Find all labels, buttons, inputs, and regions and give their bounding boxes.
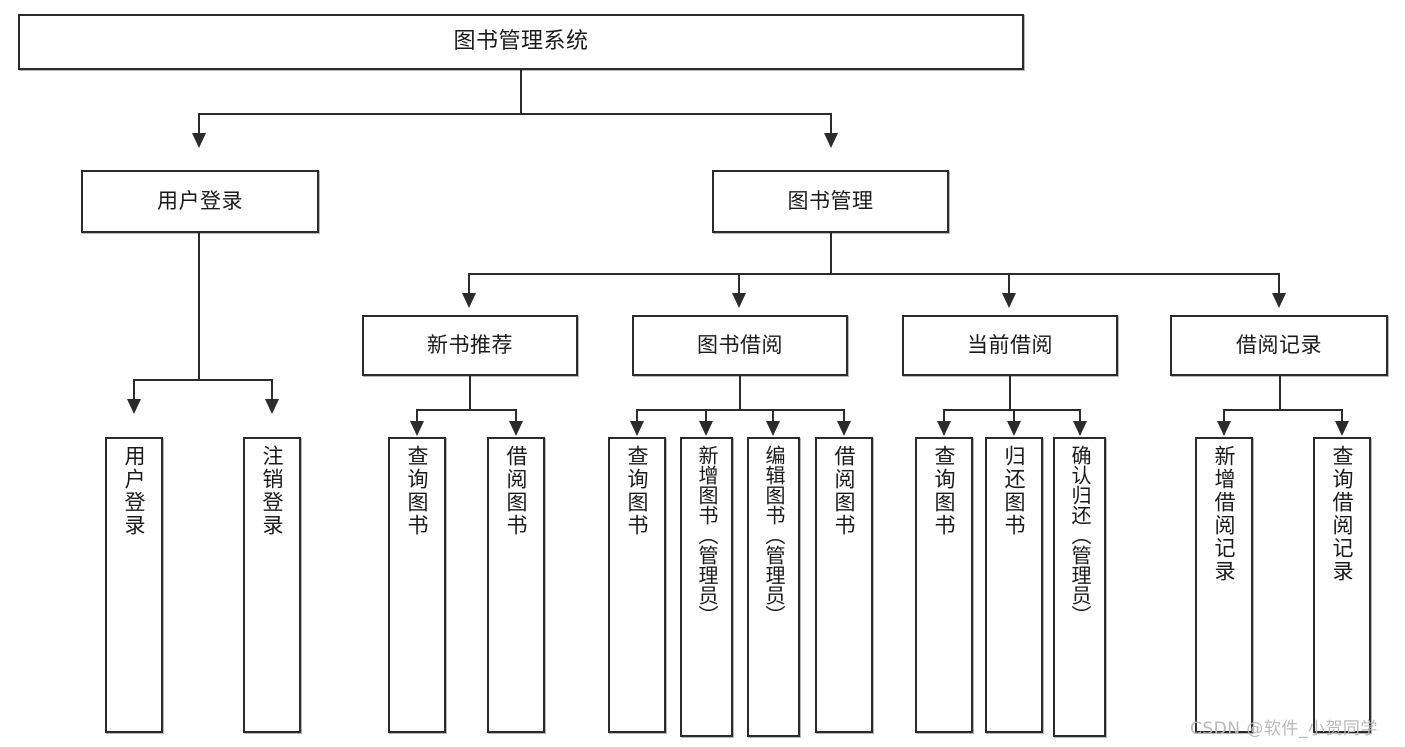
connector-newbooks-to-leaf1 <box>416 409 418 423</box>
connector-newbooks-to-leaf2 <box>515 409 517 423</box>
connector-borrow-stem <box>739 376 741 411</box>
arrow-current-to-leaf3 <box>1073 421 1087 436</box>
leaf-query-borrow-record[interactable]: 查询借阅记录 <box>1313 437 1371 733</box>
arrow-current-to-leaf2 <box>1007 421 1021 436</box>
node-user-login[interactable]: 用户登录 <box>81 170 319 233</box>
arrow-current-to-leaf1 <box>937 421 951 436</box>
arrow-bookmgmt-to-current <box>1002 293 1016 308</box>
node-label: 借阅记录 <box>1236 333 1322 358</box>
node-label: 查询图书 <box>405 445 430 537</box>
node-label: 新增图书（管理员） <box>695 445 719 625</box>
connector-records-bus <box>1223 409 1342 411</box>
node-label: 图书管理系统 <box>453 29 589 55</box>
node-label: 图书借阅 <box>697 333 783 358</box>
node-label: 查询图书 <box>932 445 957 537</box>
leaf-return-books[interactable]: 归还图书 <box>985 437 1043 733</box>
connector-bookmgmt-to-records <box>1278 273 1280 295</box>
arrow-root-to-bookmgmt <box>824 133 838 148</box>
connector-current-to-leaf3 <box>1079 409 1081 423</box>
connector-current-to-leaf1 <box>943 409 945 423</box>
node-label: 图书管理 <box>787 189 874 214</box>
arrow-borrow-to-leaf2 <box>699 421 713 436</box>
node-label: 编辑图书（管理员） <box>762 445 786 625</box>
connector-root-stem <box>520 70 522 114</box>
leaf-confirm-return-admin[interactable]: 确认归还（管理员） <box>1053 437 1106 737</box>
connector-borrow-bus <box>636 409 845 411</box>
connector-newbooks-bus <box>416 409 516 411</box>
connector-current-bus <box>943 409 1080 411</box>
node-borrowing-records[interactable]: 借阅记录 <box>1170 315 1388 376</box>
node-label: 新增借阅记录 <box>1212 445 1237 583</box>
connector-records-to-leaf2 <box>1341 409 1343 423</box>
connector-borrow-to-leaf4 <box>843 409 845 423</box>
node-book-management[interactable]: 图书管理 <box>712 170 949 233</box>
node-label: 查询图书 <box>625 445 650 537</box>
node-label: 借阅图书 <box>832 445 857 537</box>
arrow-borrow-to-leaf1 <box>630 421 644 436</box>
arrow-bookmgmt-to-newbooks <box>462 293 476 308</box>
arrow-newbooks-to-leaf1 <box>410 421 424 436</box>
arrow-login-to-leaf1 <box>127 399 141 414</box>
leaf-edit-book-admin[interactable]: 编辑图书（管理员） <box>747 437 800 737</box>
connector-login-bus <box>133 379 271 381</box>
leaf-user-login[interactable]: 用户登录 <box>105 437 163 733</box>
connector-bookmgmt-to-borrow <box>738 273 740 295</box>
connector-borrow-to-leaf1 <box>636 409 638 423</box>
connector-login-to-leaf1 <box>133 379 135 401</box>
node-label: 新书推荐 <box>427 333 513 358</box>
connector-login-stem <box>198 233 200 379</box>
connector-login-to-leaf2 <box>271 379 273 401</box>
arrow-newbooks-to-leaf2 <box>509 421 523 436</box>
connector-bookmgmt-bus <box>468 273 1280 275</box>
connector-root-bus <box>198 113 832 115</box>
connector-root-to-login <box>198 113 200 135</box>
leaf-query-books-borrow[interactable]: 查询图书 <box>608 437 666 733</box>
csdn-watermark: CSDN @软件_小贺同学 <box>1190 719 1378 739</box>
leaf-borrow-books-borrow[interactable]: 借阅图书 <box>815 437 873 733</box>
node-label: 归还图书 <box>1002 445 1027 537</box>
connector-newbooks-stem <box>469 376 471 411</box>
connector-current-to-leaf2 <box>1013 409 1015 423</box>
connector-borrow-to-leaf3 <box>772 409 774 423</box>
connector-current-stem <box>1009 376 1011 411</box>
connector-records-to-leaf1 <box>1223 409 1225 423</box>
leaf-borrow-books-newbooks[interactable]: 借阅图书 <box>487 437 545 733</box>
node-label: 用户登录 <box>122 445 147 537</box>
arrow-bookmgmt-to-borrow <box>732 293 746 308</box>
node-label: 用户登录 <box>157 189 243 214</box>
connector-borrow-to-leaf2 <box>705 409 707 423</box>
arrow-login-to-leaf2 <box>265 399 279 414</box>
node-label: 查询借阅记录 <box>1330 445 1355 583</box>
connector-bookmgmt-stem <box>830 233 832 274</box>
arrow-bookmgmt-to-records <box>1272 293 1286 308</box>
node-book-borrowing[interactable]: 图书借阅 <box>632 315 848 376</box>
connector-root-to-bookmgmt <box>830 113 832 135</box>
leaf-query-books-newbooks[interactable]: 查询图书 <box>388 437 446 733</box>
node-label: 当前借阅 <box>967 333 1053 358</box>
connector-bookmgmt-to-newbooks <box>468 273 470 295</box>
arrow-borrow-to-leaf4 <box>837 421 851 436</box>
node-root-book-management-system[interactable]: 图书管理系统 <box>18 14 1024 70</box>
arrow-records-to-leaf2 <box>1335 421 1349 436</box>
connector-bookmgmt-to-current <box>1008 273 1010 295</box>
arrow-borrow-to-leaf3 <box>766 421 780 436</box>
leaf-add-borrow-record[interactable]: 新增借阅记录 <box>1195 437 1253 733</box>
connector-records-stem <box>1279 376 1281 411</box>
node-label: 借阅图书 <box>504 445 529 537</box>
node-label: 确认归还（管理员） <box>1068 445 1092 625</box>
node-label: 注销登录 <box>260 445 285 537</box>
leaf-add-book-admin[interactable]: 新增图书（管理员） <box>680 437 733 737</box>
arrow-records-to-leaf1 <box>1217 421 1231 436</box>
arrow-root-to-login <box>192 133 206 148</box>
leaf-logout[interactable]: 注销登录 <box>243 437 301 733</box>
node-current-borrowing[interactable]: 当前借阅 <box>902 315 1118 376</box>
leaf-query-books-current[interactable]: 查询图书 <box>915 437 973 733</box>
node-new-book-recommendation[interactable]: 新书推荐 <box>362 315 578 376</box>
